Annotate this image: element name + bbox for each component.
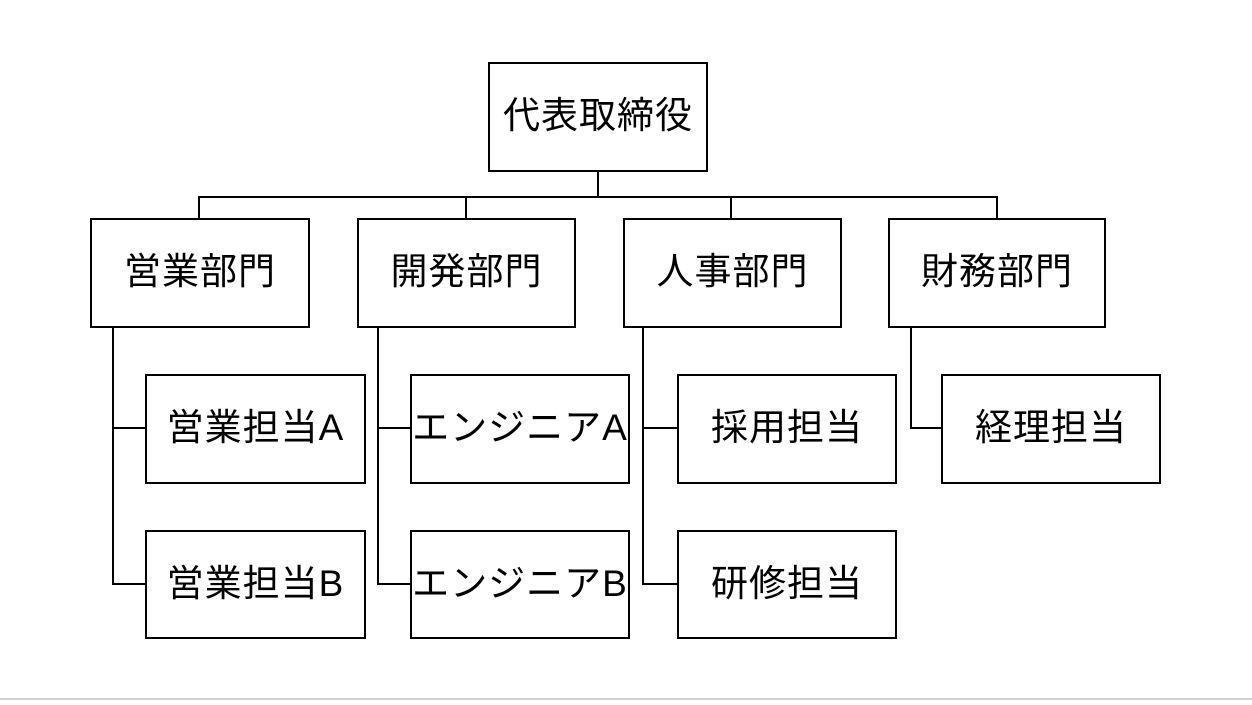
- connector-engineer-a-stub: [377, 427, 412, 429]
- org-node-training-label: 研修担当: [711, 562, 863, 604]
- org-node-recruiting[interactable]: 採用担当: [677, 374, 897, 484]
- org-node-engineer-b[interactable]: エンジニアB: [410, 530, 630, 639]
- connector-stub-sales: [198, 196, 200, 218]
- org-node-sales-rep-a-label: 営業担当A: [166, 407, 345, 448]
- connector-finance-trunk: [910, 327, 912, 429]
- connector-stub-dev: [465, 196, 467, 218]
- org-node-sales-department[interactable]: 営業部門: [90, 218, 310, 328]
- connector-hr-trunk: [642, 327, 644, 585]
- org-node-engineer-a-label: エンジニアA: [412, 407, 628, 448]
- org-node-sales-rep-b[interactable]: 営業担当B: [145, 530, 366, 639]
- org-node-ceo[interactable]: 代表取締役: [488, 62, 708, 172]
- connector-ceo-down: [597, 172, 599, 198]
- org-node-dev-department-label: 開発部門: [390, 251, 543, 292]
- org-node-finance-department[interactable]: 財務部門: [888, 218, 1106, 328]
- connector-accounting-stub: [910, 427, 943, 429]
- org-node-ceo-label: 代表取締役: [503, 95, 693, 136]
- connector-sales-b-stub: [112, 583, 147, 585]
- org-node-recruiting-label: 採用担当: [711, 407, 863, 448]
- org-node-engineer-a[interactable]: エンジニアA: [410, 374, 630, 484]
- org-node-accounting-label: 経理担当: [975, 407, 1127, 448]
- org-node-accounting[interactable]: 経理担当: [941, 374, 1161, 484]
- org-node-hr-department-label: 人事部門: [656, 251, 809, 292]
- bottom-divider: [0, 698, 1252, 700]
- connector-sales-a-stub: [112, 427, 147, 429]
- connector-dev-trunk: [377, 327, 379, 585]
- org-node-engineer-b-label: エンジニアB: [412, 562, 628, 604]
- connector-stub-finance: [996, 196, 998, 218]
- connector-top-bar: [198, 196, 998, 198]
- org-node-finance-department-label: 財務部門: [921, 251, 1073, 292]
- connector-stub-hr: [730, 196, 732, 218]
- connector-engineer-b-stub: [377, 583, 412, 585]
- connector-recruit-stub: [642, 427, 679, 429]
- org-node-sales-department-label: 営業部門: [124, 251, 276, 292]
- connector-sales-trunk: [112, 327, 114, 585]
- org-node-sales-rep-a[interactable]: 営業担当A: [145, 374, 366, 484]
- org-node-training[interactable]: 研修担当: [677, 530, 897, 639]
- org-node-hr-department[interactable]: 人事部門: [623, 218, 842, 328]
- connector-training-stub: [642, 583, 679, 585]
- org-node-sales-rep-b-label: 営業担当B: [166, 562, 345, 604]
- org-node-dev-department[interactable]: 開発部門: [357, 218, 576, 328]
